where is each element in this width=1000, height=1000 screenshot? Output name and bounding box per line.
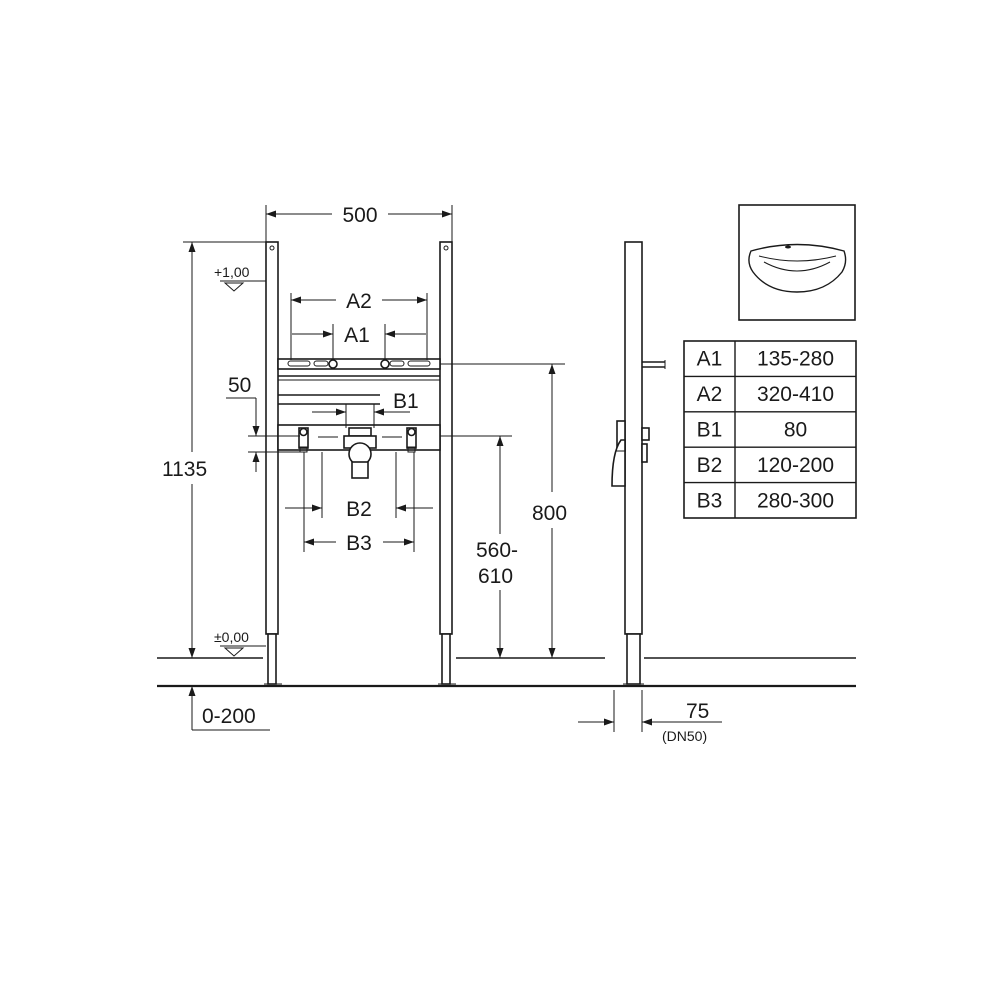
floor-adjust-label: 0-200 <box>202 705 256 728</box>
table-value-b1: 80 <box>784 419 807 442</box>
front-view-frame <box>264 241 456 685</box>
dimension-a2-label: A2 <box>346 290 372 313</box>
side-view-dimensions: 75 (DN50) <box>578 690 722 744</box>
side-view-frame <box>611 241 666 685</box>
table-value-a1: 135-280 <box>757 348 834 371</box>
dimension-b3-label: B3 <box>346 532 372 555</box>
table-value-b3: 280-300 <box>757 489 834 512</box>
total-height-label: 1135 <box>162 458 207 481</box>
dimension-b2-label: B2 <box>346 498 372 521</box>
height-560-label: 560- <box>476 539 518 562</box>
width-label: 500 <box>342 204 377 227</box>
dimension-b1-label: B1 <box>393 390 419 413</box>
height-610-label: 610 <box>478 565 513 588</box>
washbasin-thumbnail <box>738 204 856 321</box>
table-key-b2: B2 <box>697 454 723 477</box>
table-key-a1: A1 <box>697 348 723 371</box>
offset-50-label: 50 <box>228 374 251 397</box>
depth-label: 75 <box>686 700 709 723</box>
washbasin-icon <box>748 243 847 293</box>
level-zero-label: ±0,00 <box>214 629 249 645</box>
front-view-dimensions: 500 A2 A1 B1 B2 B3 <box>162 204 567 731</box>
table-key-b3: B3 <box>697 489 723 512</box>
dimension-a1-label: A1 <box>344 324 370 347</box>
level-upper-label: +1,00 <box>214 264 250 280</box>
table-key-b1: B1 <box>697 419 723 442</box>
depth-note-label: (DN50) <box>662 728 707 744</box>
floor-lines <box>157 657 856 688</box>
height-800-label: 800 <box>532 502 567 525</box>
table-key-a2: A2 <box>697 383 723 406</box>
table-value-a2: 320-410 <box>757 383 834 406</box>
table-value-b2: 120-200 <box>757 454 834 477</box>
